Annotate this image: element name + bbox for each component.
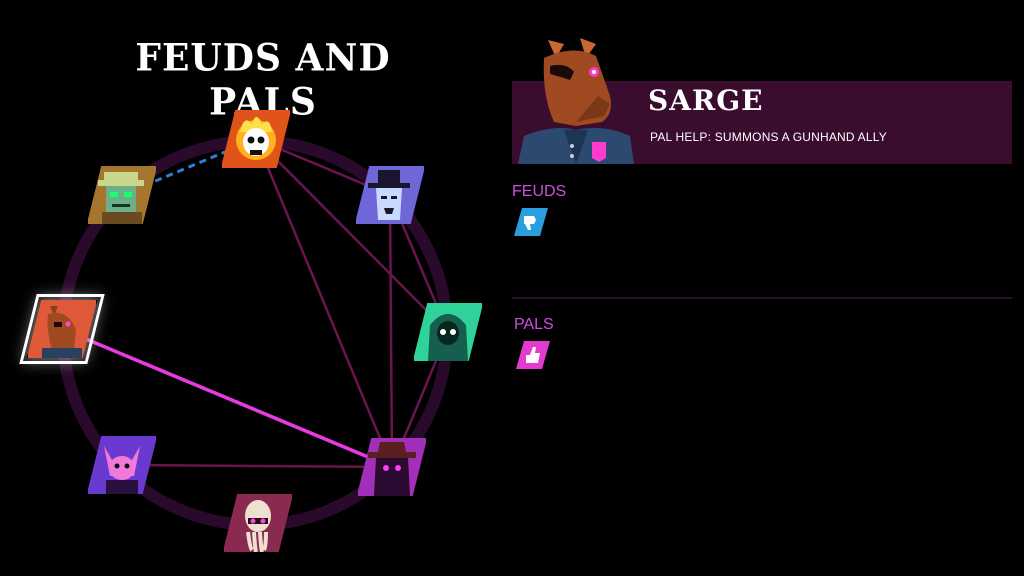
feuds-label: FEUDS — [512, 183, 567, 200]
section-divider — [512, 297, 1012, 299]
character-portrait-pink-imp[interactable] — [87, 436, 157, 494]
horse-head-icon — [28, 300, 96, 358]
screen-title: FEUDS AND PALS — [135, 35, 391, 125]
cowboy-hat-shadow-icon — [358, 438, 426, 496]
hooded-figure-icon — [414, 303, 482, 361]
character-portrait-top-hat[interactable] — [355, 166, 425, 224]
sarge-horse-portrait-icon — [518, 38, 634, 164]
thumbs-up-icon — [516, 341, 550, 369]
character-name: SARGE — [648, 84, 764, 117]
character-portrait-green-zombie[interactable] — [87, 166, 157, 224]
character-portrait-flame-skull[interactable] — [221, 110, 291, 168]
character-portrait-sarge[interactable] — [19, 294, 105, 364]
character-portrait-hooded-green[interactable] — [413, 303, 483, 361]
relation-line-feud — [121, 463, 393, 469]
flaming-skull-icon — [222, 110, 290, 168]
relation-line-feud — [388, 194, 394, 468]
zombie-hat-icon — [88, 166, 156, 224]
character-portrait-purple-hat[interactable] — [357, 438, 427, 496]
pals-label: PALS — [514, 316, 554, 333]
pal-help-text: PAL HELP: SUMMONS A GUNHAND ALLY — [650, 130, 887, 144]
relation-line-feud — [254, 138, 394, 468]
relation-line-feud — [255, 138, 449, 333]
thumbs-down-icon — [514, 208, 548, 236]
squid-head-icon — [224, 494, 292, 552]
relation-line-pal — [61, 327, 393, 469]
top-hat-ghost-icon — [356, 166, 424, 224]
character-portrait-squid[interactable] — [223, 494, 293, 552]
pink-imp-icon — [88, 436, 156, 494]
